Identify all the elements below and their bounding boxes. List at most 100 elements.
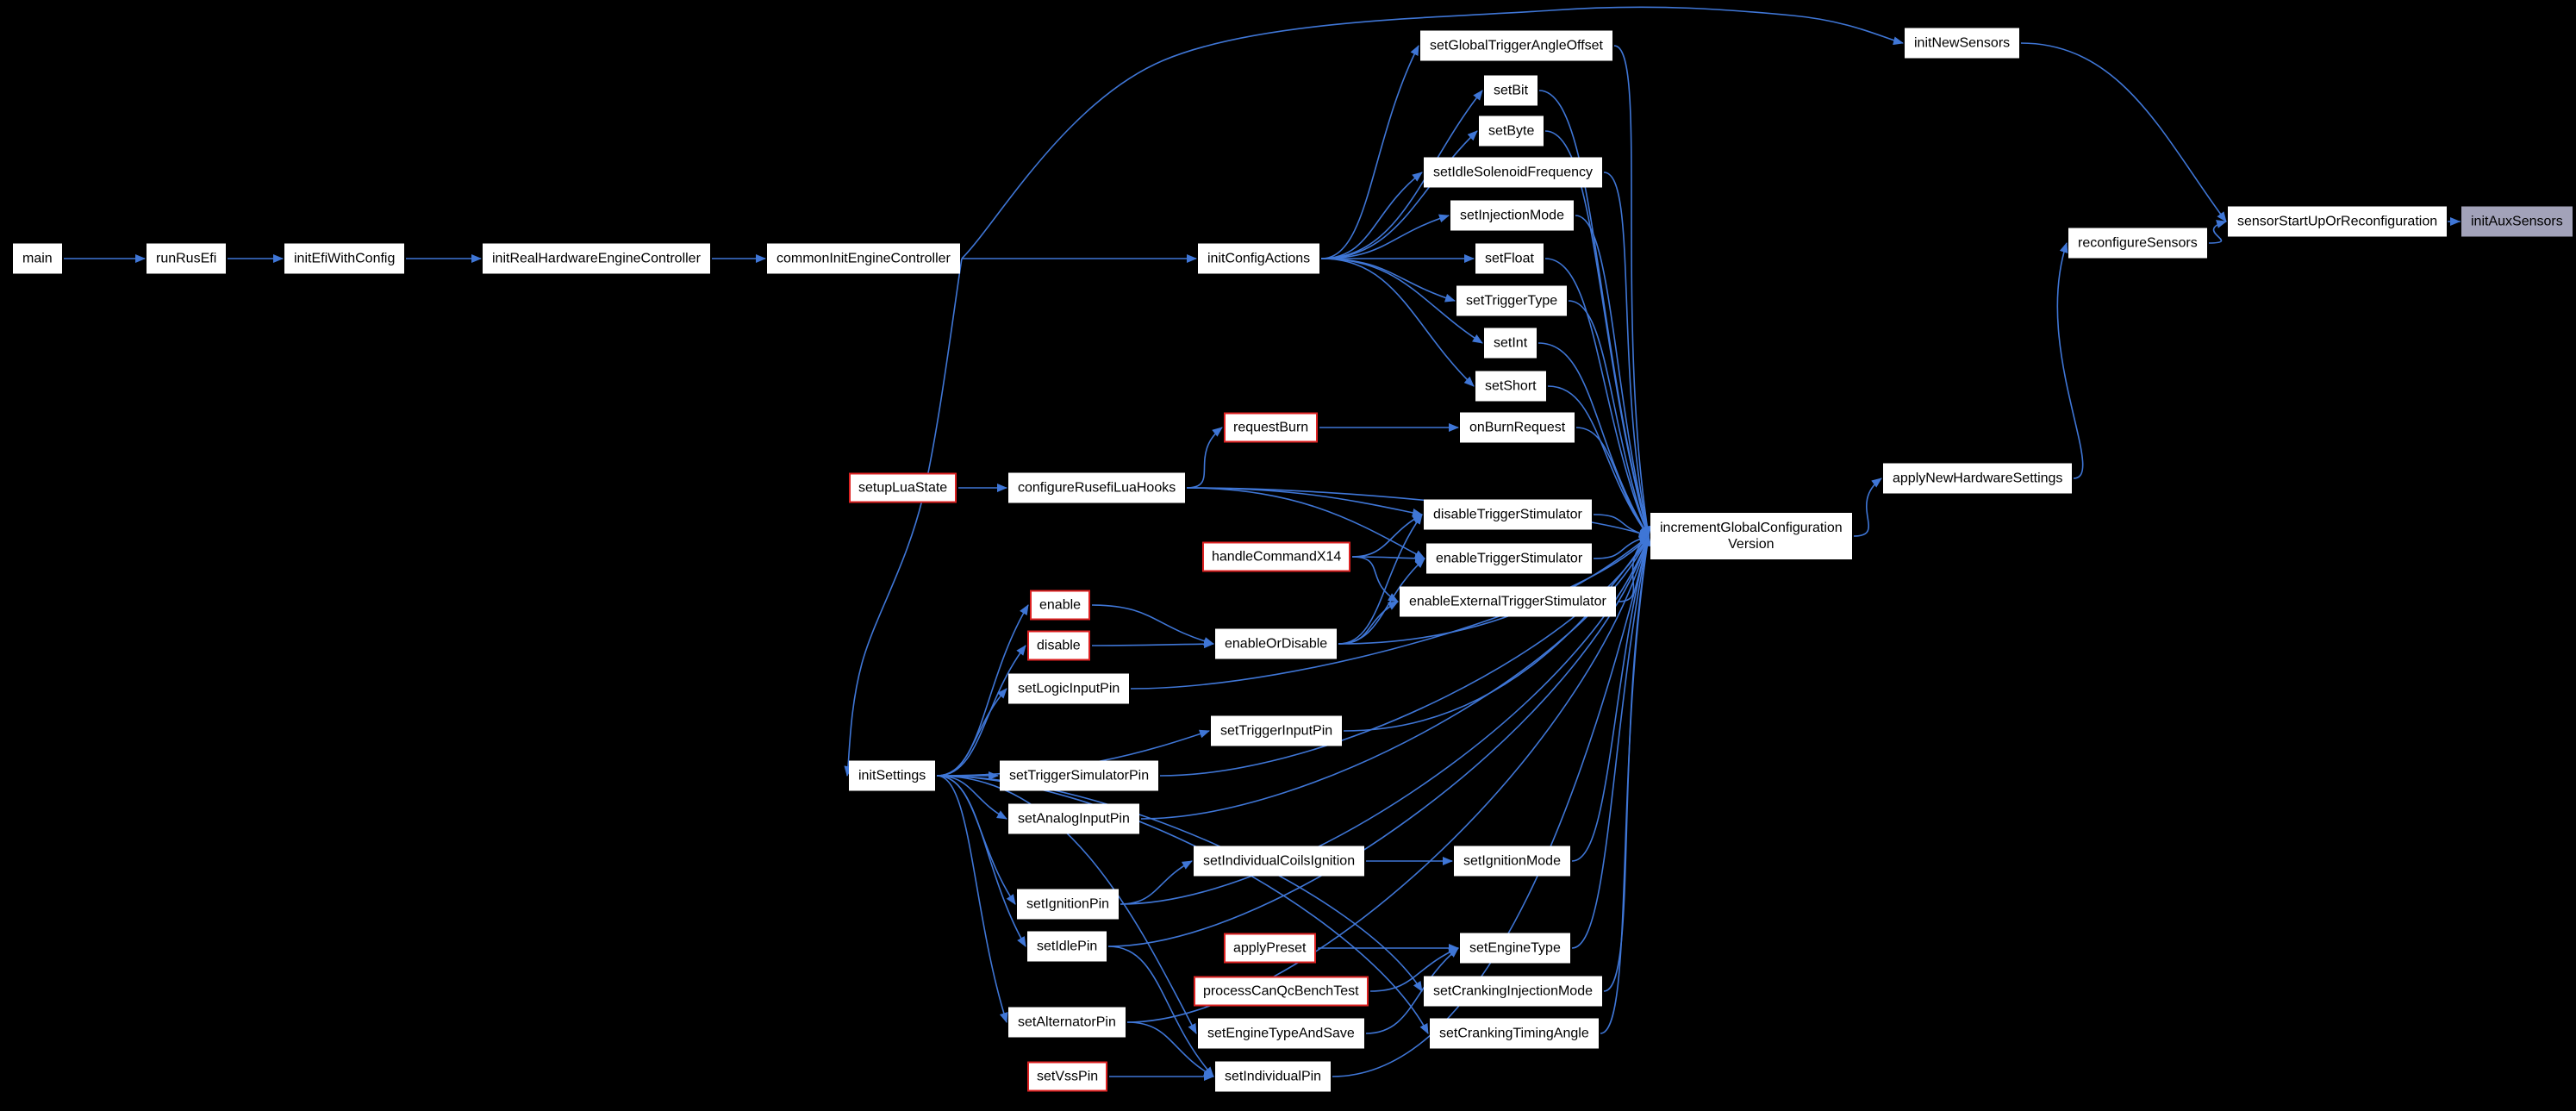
node-setInt[interactable]: setInt — [1484, 328, 1537, 359]
node-setIdlePin[interactable]: setIdlePin — [1027, 931, 1107, 962]
call-edge-applyNewHardwareSettings-to-reconfigureSensors — [2056, 242, 2084, 479]
node-sensorStartUpOrReconfiguration[interactable]: sensorStartUpOrReconfiguration — [2228, 206, 2448, 237]
node-enable[interactable]: enable — [1030, 590, 1091, 621]
call-edge-setShort-to-incrementGlobalConfigurationVersion — [1547, 385, 1650, 537]
call-edge-setAlternatorPin-to-setIndividualPin — [1126, 1021, 1214, 1077]
node-setCrankingTimingAngle[interactable]: setCrankingTimingAngle — [1430, 1018, 1599, 1049]
node-enableExternalTriggerStimulator[interactable]: enableExternalTriggerStimulator — [1400, 586, 1616, 617]
call-edge-reconfigureSensors-to-sensorStartUpOrReconfiguration — [2208, 220, 2227, 244]
node-setIgnitionPin[interactable]: setIgnitionPin — [1017, 889, 1120, 920]
node-reconfigureSensors[interactable]: reconfigureSensors — [2068, 228, 2207, 259]
call-edge-initSettings-to-setIdlePin — [936, 775, 1026, 947]
node-setEngineType[interactable]: setEngineType — [1460, 933, 1570, 964]
node-initConfigActions[interactable]: initConfigActions — [1198, 243, 1320, 274]
node-initRealHardwareEngineController[interactable]: initRealHardwareEngineController — [483, 243, 710, 274]
call-edge-setLogicInputPin-to-incrementGlobalConfigurationVersion — [1130, 535, 1650, 690]
node-requestBurn[interactable]: requestBurn — [1224, 412, 1319, 443]
node-runRusEfi[interactable]: runRusEfi — [147, 243, 227, 274]
node-setGlobalTriggerAngleOffset[interactable]: setGlobalTriggerAngleOffset — [1420, 30, 1612, 61]
call-edge-setIdlePin-to-setIndividualPin — [1107, 946, 1214, 1077]
node-setIndividualPin[interactable]: setIndividualPin — [1215, 1061, 1332, 1092]
node-initEfiWithConfig[interactable]: initEfiWithConfig — [284, 243, 405, 274]
call-edge-initNewSensors-to-sensorStartUpOrReconfiguration — [2020, 42, 2227, 222]
call-edge-setIgnitionMode-to-incrementGlobalConfigurationVersion — [1571, 535, 1651, 862]
call-edge-processCanQcBenchTest-to-setEngineType — [1369, 947, 1459, 992]
node-setVssPin[interactable]: setVssPin — [1027, 1061, 1108, 1092]
call-edge-setEngineTypeAndSave-to-setEngineType — [1365, 947, 1459, 1034]
node-setCrankingInjectionMode[interactable]: setCrankingInjectionMode — [1424, 976, 1602, 1007]
call-edge-initConfigActions-to-setBit — [1320, 90, 1483, 259]
call-edge-enableOrDisable-to-enableExternalTriggerStimulator — [1338, 601, 1399, 645]
node-setIgnitionMode[interactable]: setIgnitionMode — [1454, 846, 1570, 877]
node-commonInitEngineController[interactable]: commonInitEngineController — [767, 243, 960, 274]
node-setEngineTypeAndSave[interactable]: setEngineTypeAndSave — [1198, 1018, 1364, 1049]
node-configureRusefiLuaHooks[interactable]: configureRusefiLuaHooks — [1008, 472, 1186, 503]
call-edge-configureRusefiLuaHooks-to-disableTriggerStimulator — [1186, 487, 1423, 517]
node-setTriggerSimulatorPin[interactable]: setTriggerSimulatorPin — [1000, 760, 1159, 791]
call-edge-enable-to-enableOrDisable — [1091, 604, 1214, 646]
call-edge-enableOrDisable-to-disableTriggerStimulator — [1338, 514, 1423, 645]
node-disableTriggerStimulator[interactable]: disableTriggerStimulator — [1424, 499, 1592, 530]
call-edge-setIdlePin-to-incrementGlobalConfigurationVersion — [1107, 535, 1650, 947]
call-edge-initConfigActions-to-setGlobalTriggerAngleOffset — [1320, 45, 1419, 259]
node-initSettings[interactable]: initSettings — [849, 760, 936, 791]
node-setIdleSolenoidFrequency[interactable]: setIdleSolenoidFrequency — [1424, 157, 1603, 188]
node-setTriggerInputPin[interactable]: setTriggerInputPin — [1211, 715, 1343, 746]
node-setIndividualCoilsIgnition[interactable]: setIndividualCoilsIgnition — [1194, 846, 1365, 877]
call-edge-handleCommandX14-to-disableTriggerStimulator — [1351, 514, 1423, 558]
call-edge-initSettings-to-setAnalogInputPin — [936, 775, 1007, 820]
node-enableTriggerStimulator[interactable]: enableTriggerStimulator — [1426, 543, 1593, 574]
call-edge-commonInitEngineController-to-initSettings — [844, 258, 963, 777]
node-processCanQcBenchTest[interactable]: processCanQcBenchTest — [1194, 976, 1369, 1007]
call-edge-configureRusefiLuaHooks-to-enableTriggerStimulator — [1186, 487, 1425, 559]
call-edge-setFloat-to-incrementGlobalConfigurationVersion — [1544, 258, 1650, 537]
call-edge-initConfigActions-to-setByte — [1320, 130, 1478, 259]
call-edge-setEngineType-to-incrementGlobalConfigurationVersion — [1571, 535, 1651, 949]
call-edge-setByte-to-incrementGlobalConfigurationVersion — [1544, 130, 1650, 537]
call-edge-initSettings-to-setAlternatorPin — [936, 775, 1008, 1023]
call-edge-enableExternalTriggerStimulator-to-incrementGlobalConfigurationVersion — [1617, 535, 1650, 602]
node-setLogicInputPin[interactable]: setLogicInputPin — [1008, 673, 1130, 704]
node-onBurnRequest[interactable]: onBurnRequest — [1460, 412, 1575, 443]
call-edge-configureRusefiLuaHooks-to-requestBurn — [1186, 427, 1223, 489]
call-edge-setInjectionMode-to-incrementGlobalConfigurationVersion — [1575, 215, 1651, 537]
node-applyNewHardwareSettings[interactable]: applyNewHardwareSettings — [1883, 463, 2073, 494]
call-edge-initConfigActions-to-setInjectionMode — [1320, 214, 1450, 259]
node-initAuxSensors[interactable]: initAuxSensors — [2461, 206, 2573, 237]
call-edge-setGlobalTriggerAngleOffset-to-incrementGlobalConfigurationVersion — [1613, 45, 1652, 537]
call-edge-setIdleSolenoidFrequency-to-incrementGlobalConfigurationVersion — [1603, 172, 1651, 537]
node-setInjectionMode[interactable]: setInjectionMode — [1450, 200, 1574, 231]
call-edge-setAnalogInputPin-to-incrementGlobalConfigurationVersion — [1140, 535, 1650, 820]
node-setByte[interactable]: setByte — [1479, 115, 1544, 147]
node-setBit[interactable]: setBit — [1484, 75, 1538, 106]
node-disable[interactable]: disable — [1027, 630, 1090, 661]
node-incrementGlobalConfigurationVersion[interactable]: incrementGlobalConfiguration Version — [1650, 513, 1852, 559]
call-edge-initConfigActions-to-setTriggerType — [1320, 258, 1456, 303]
node-handleCommandX14[interactable]: handleCommandX14 — [1202, 541, 1351, 572]
node-setAlternatorPin[interactable]: setAlternatorPin — [1008, 1007, 1126, 1038]
call-edge-disable-to-enableOrDisable — [1091, 640, 1214, 649]
node-setupLuaState[interactable]: setupLuaState — [849, 472, 957, 503]
call-edge-setTriggerType-to-incrementGlobalConfigurationVersion — [1568, 300, 1650, 537]
call-edge-commonInitEngineController-to-initNewSensors — [961, 6, 1904, 259]
call-edge-initConfigActions-to-setIdleSolenoidFrequency — [1320, 172, 1423, 259]
node-applyPreset[interactable]: applyPreset — [1224, 933, 1316, 964]
call-edge-setIgnitionPin-to-setIndividualCoilsIgnition — [1120, 860, 1193, 905]
call-edge-initSettings-to-setEngineTypeAndSave — [936, 775, 1197, 1034]
call-edge-setTriggerSimulatorPin-to-incrementGlobalConfigurationVersion — [1159, 535, 1650, 777]
node-initNewSensors[interactable]: initNewSensors — [1905, 28, 2020, 59]
call-edge-initSettings-to-setLogicInputPin — [936, 688, 1007, 777]
call-edge-initSettings-to-disable — [936, 645, 1026, 777]
node-setShort[interactable]: setShort — [1475, 371, 1546, 402]
call-edge-incrementGlobalConfigurationVersion-to-applyNewHardwareSettings — [1853, 477, 1882, 537]
call-edge-initConfigActions-to-setInt — [1320, 258, 1483, 344]
node-enableOrDisable[interactable]: enableOrDisable — [1215, 628, 1338, 659]
call-edge-handleCommandX14-to-enableExternalTriggerStimulator — [1351, 556, 1399, 602]
node-setAnalogInputPin[interactable]: setAnalogInputPin — [1008, 803, 1139, 834]
node-setFloat[interactable]: setFloat — [1475, 243, 1544, 274]
call-edge-initConfigActions-to-setShort — [1320, 258, 1475, 387]
node-main[interactable]: main — [13, 243, 62, 274]
node-setTriggerType[interactable]: setTriggerType — [1456, 285, 1568, 316]
